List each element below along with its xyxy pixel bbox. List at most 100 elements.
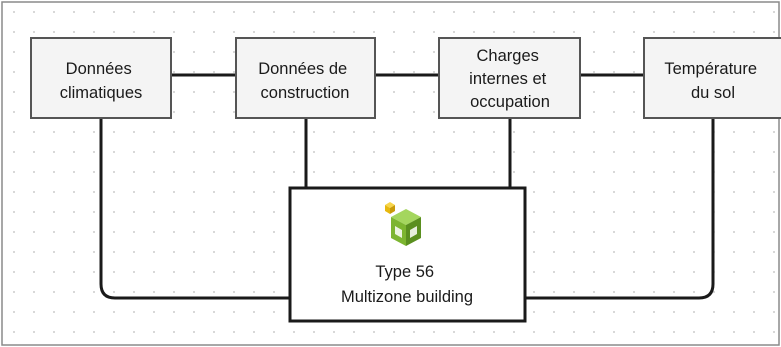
grid-dot [153, 331, 155, 333]
grid-dot [153, 291, 155, 293]
grid-dot [373, 11, 375, 13]
grid-dot [433, 71, 435, 73]
grid-dot [253, 191, 255, 193]
grid-dot [13, 191, 15, 193]
grid-dot [133, 231, 135, 233]
grid-dot [213, 211, 215, 213]
grid-dot [233, 111, 235, 113]
grid-dot [273, 211, 275, 213]
box-internal-loads-line-3: occupation [470, 93, 550, 111]
grid-dot [393, 91, 395, 93]
grid-dot [553, 171, 555, 173]
grid-dot [173, 31, 175, 33]
grid-dot [413, 131, 415, 133]
grid-dot [273, 231, 275, 233]
grid-dot [633, 231, 635, 233]
grid-dot [13, 151, 15, 153]
grid-dot [253, 311, 255, 313]
grid-dot [753, 291, 755, 293]
grid-dot [553, 191, 555, 193]
grid-dot [633, 291, 635, 293]
grid-dot [673, 191, 675, 193]
grid-dot [673, 291, 675, 293]
grid-dot [493, 151, 495, 153]
grid-dot [433, 171, 435, 173]
central-block: Type 56 Multizone building [288, 186, 527, 323]
grid-dot [593, 51, 595, 53]
grid-dot [673, 311, 675, 313]
grid-dot [593, 251, 595, 253]
grid-dot [613, 151, 615, 153]
grid-dot [773, 291, 775, 293]
grid-dot [673, 11, 675, 13]
grid-dot [753, 311, 755, 313]
grid-dot [633, 11, 635, 13]
grid-dot [253, 171, 255, 173]
grid-dot [473, 31, 475, 33]
grid-dot [13, 211, 15, 213]
grid-dot [613, 251, 615, 253]
grid-dot [633, 51, 635, 53]
grid-dot [213, 31, 215, 33]
grid-dot [33, 191, 35, 193]
grid-dot [753, 171, 755, 173]
grid-dot [393, 111, 395, 113]
grid-dot [173, 111, 175, 113]
grid-dot [333, 171, 335, 173]
grid-dot [613, 211, 615, 213]
grid-dot [513, 331, 515, 333]
grid-dot [653, 211, 655, 213]
grid-dot [193, 71, 195, 73]
grid-dot [233, 251, 235, 253]
grid-dot [653, 291, 655, 293]
grid-dot [33, 311, 35, 313]
grid-dot [613, 271, 615, 273]
grid-dot [173, 191, 175, 193]
grid-dot [33, 131, 35, 133]
grid-dot [33, 11, 35, 13]
grid-dot [33, 231, 35, 233]
grid-dot [33, 291, 35, 293]
grid-dot [733, 331, 735, 333]
grid-dot [73, 131, 75, 133]
grid-dot [753, 331, 755, 333]
grid-dot [433, 331, 435, 333]
grid-dot [193, 331, 195, 333]
grid-dot [353, 171, 355, 173]
grid-dot [473, 171, 475, 173]
grid-dot [193, 211, 195, 213]
grid-dot [93, 11, 95, 13]
grid-dot [533, 191, 535, 193]
grid-dot [773, 271, 775, 273]
grid-dot [533, 271, 535, 273]
grid-dot [293, 331, 295, 333]
grid-dot [13, 231, 15, 233]
grid-dot [93, 151, 95, 153]
box-soil-temperature-line-1: Température [664, 60, 757, 78]
grid-dot [173, 231, 175, 233]
grid-dot [273, 311, 275, 313]
grid-dot [213, 151, 215, 153]
grid-dot [253, 31, 255, 33]
grid-dot [393, 151, 395, 153]
grid-dot [593, 31, 595, 33]
grid-dot [493, 331, 495, 333]
grid-dot [173, 171, 175, 173]
grid-dot [653, 231, 655, 233]
grid-dot [213, 51, 215, 53]
grid-dot [153, 231, 155, 233]
grid-dot [453, 171, 455, 173]
grid-dot [553, 131, 555, 133]
grid-dot [113, 251, 115, 253]
grid-dot [73, 191, 75, 193]
grid-dot [653, 151, 655, 153]
box-internal-loads-label: Charges internes et occupation [469, 47, 551, 111]
grid-dot [613, 291, 615, 293]
grid-dot [133, 171, 135, 173]
grid-dot [553, 291, 555, 293]
grid-dot [693, 291, 695, 293]
grid-dot [13, 311, 15, 313]
grid-dot [673, 271, 675, 273]
grid-dot [493, 31, 495, 33]
grid-dot [533, 211, 535, 213]
